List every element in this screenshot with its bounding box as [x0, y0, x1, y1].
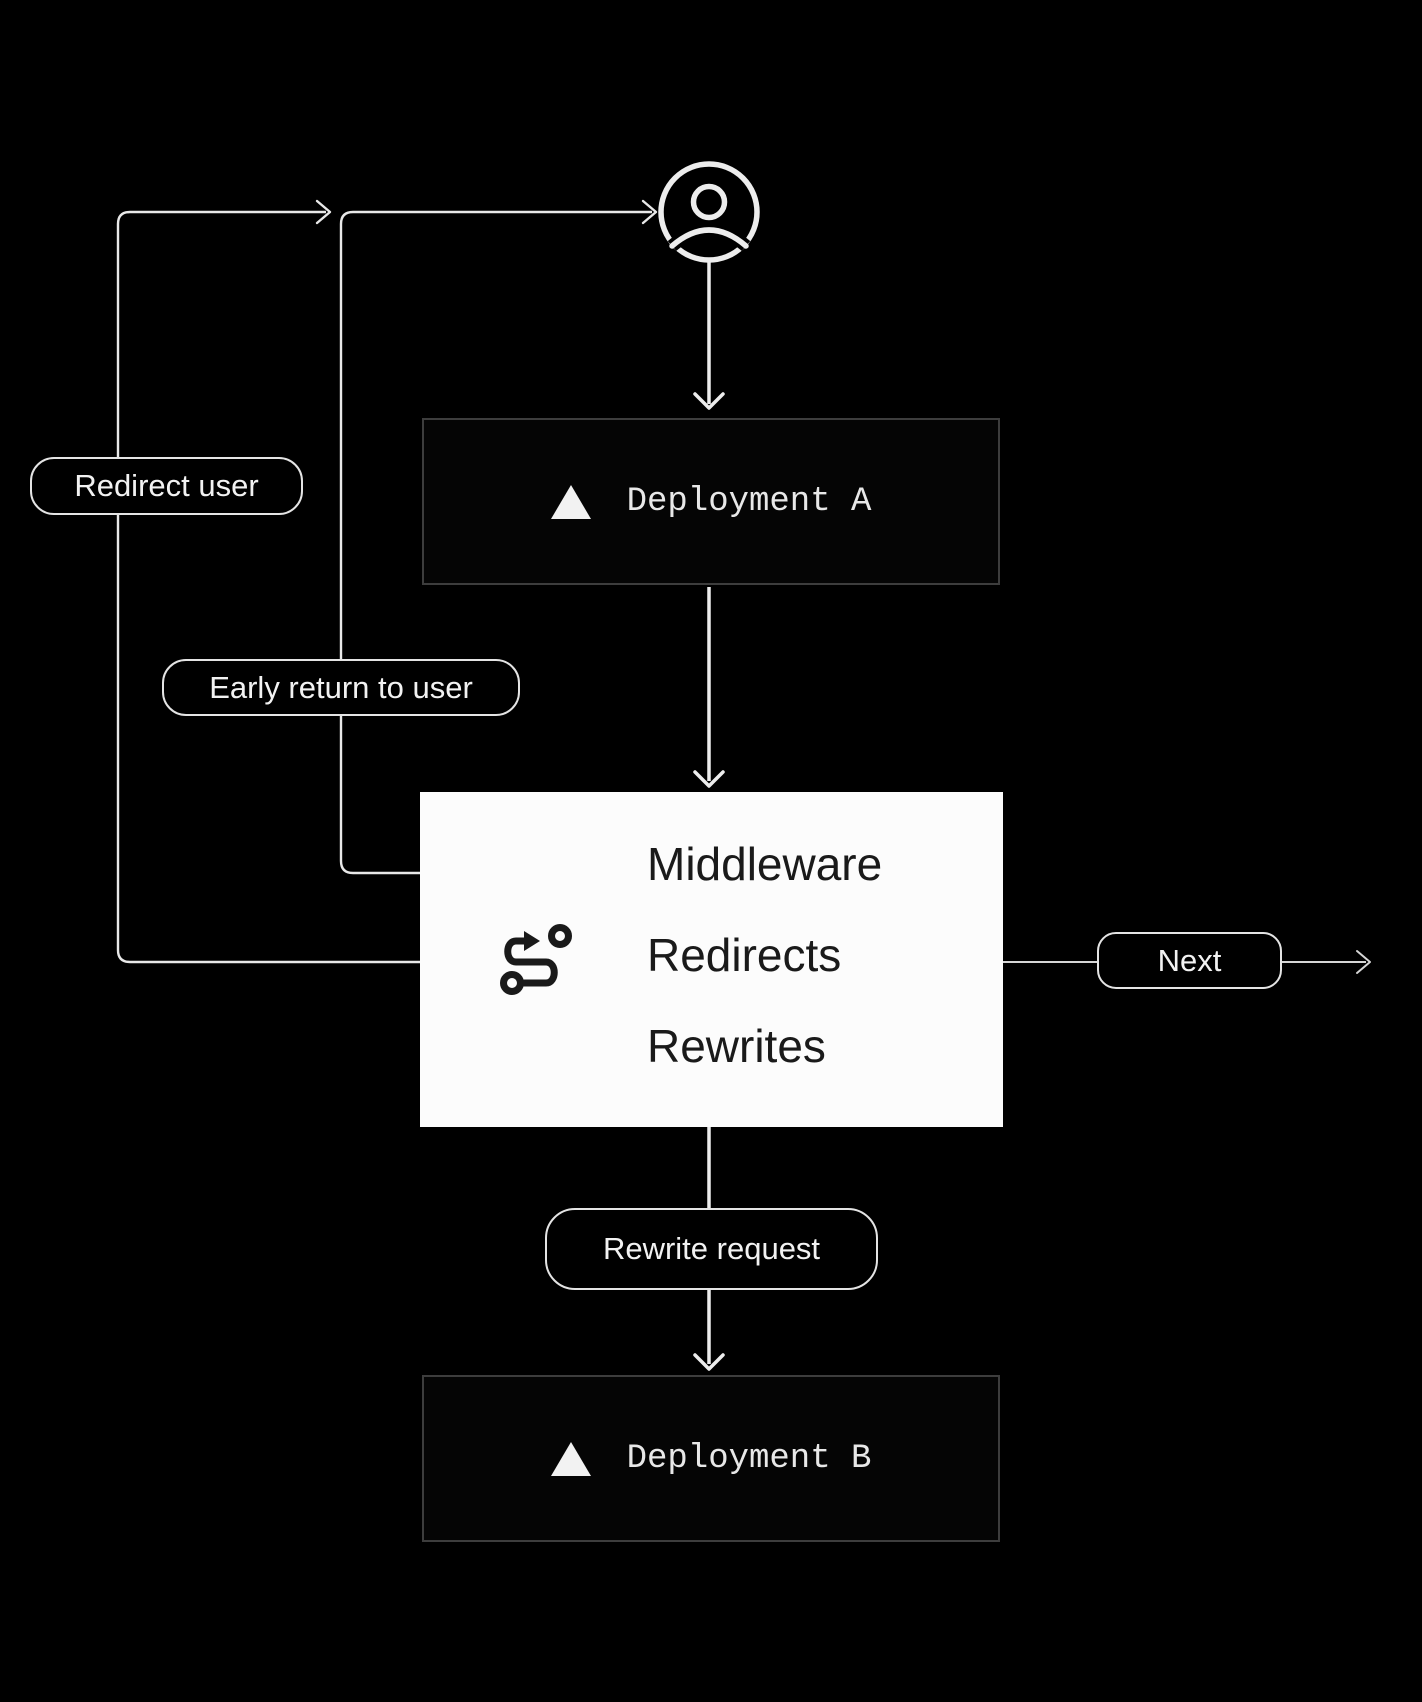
deployment-a-label: Deployment A — [626, 482, 872, 521]
deployment-a-node: Deployment A — [422, 418, 1000, 585]
vercel-logo-icon — [550, 484, 591, 519]
early-return-to-user-label: Early return to user — [162, 659, 520, 716]
user-circle-icon — [658, 161, 760, 263]
middleware-line-2: Redirects — [647, 929, 842, 981]
middleware-line-1: Middleware — [647, 838, 883, 890]
rewrite-request-label: Rewrite request — [545, 1208, 878, 1290]
deployment-b-label: Deployment B — [626, 1439, 872, 1478]
arrowhead-user-to-deployment-a — [693, 392, 725, 410]
route-icon — [500, 924, 572, 995]
redirect-user-label: Redirect user — [30, 457, 303, 515]
middleware-line-3: Rewrites — [647, 1020, 826, 1072]
arrowhead-next-out — [1356, 950, 1371, 974]
edge-redirect-user — [116, 210, 420, 964]
edge-early-return — [339, 210, 652, 875]
arrowhead-redirect-user — [315, 199, 332, 225]
next-label: Next — [1097, 932, 1282, 989]
arrowhead-early-return — [641, 199, 658, 225]
middleware-node: Middleware Redirects Rewrites — [420, 792, 1003, 1127]
middleware-text-block: Middleware Redirects Rewrites — [647, 837, 882, 1074]
arrowhead-deployment-a-to-middleware — [693, 770, 725, 788]
vercel-logo-icon — [550, 1441, 591, 1476]
deployment-b-node: Deployment B — [422, 1375, 1000, 1542]
arrowhead-middleware-to-deployment-b — [693, 1353, 725, 1371]
